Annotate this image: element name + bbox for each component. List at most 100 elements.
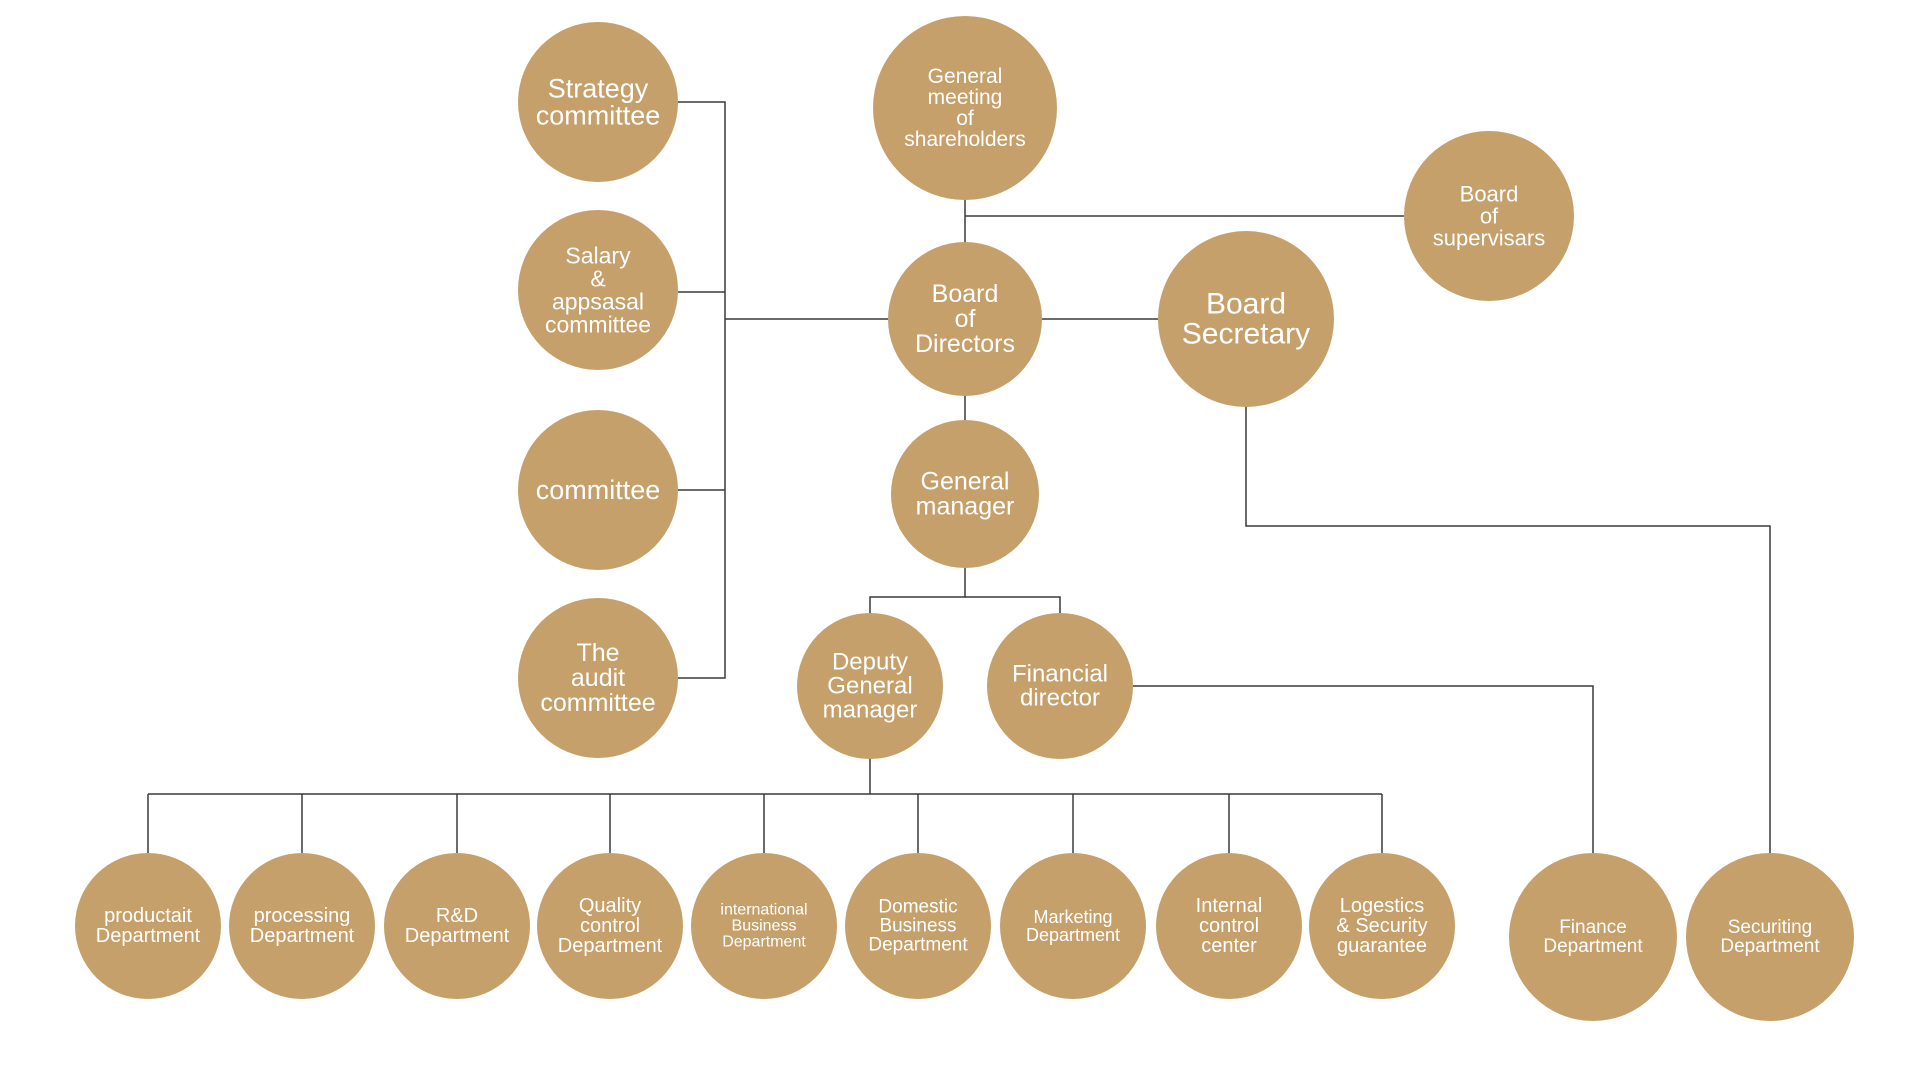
connector-line: [869, 568, 966, 613]
org-node-label: of: [955, 305, 976, 333]
org-node-label: Securiting: [1728, 917, 1813, 938]
org-node-circle: [845, 853, 991, 999]
org-node-circle: [891, 420, 1039, 568]
org-node-label: Business: [879, 916, 956, 937]
org-node-circle: [1404, 131, 1574, 301]
org-node-label: Internal: [1196, 895, 1263, 917]
org-node-circle: [873, 16, 1057, 200]
org-nodes: StrategycommitteeSalary&appsasalcommitte…: [75, 16, 1854, 1021]
org-node-circle: [797, 613, 943, 759]
org-node-label: Board: [1206, 288, 1286, 321]
org-node-label: General: [921, 468, 1010, 496]
org-node-label: Finance: [1559, 917, 1627, 938]
org-node-label: committee: [536, 101, 661, 131]
org-node-circle: [518, 410, 678, 570]
org-node-label: productait: [104, 905, 192, 927]
org-node-label: Department: [868, 935, 968, 956]
org-node-label: manager: [916, 493, 1015, 521]
org-node-circle: [518, 598, 678, 758]
connector-lines: [147, 101, 1771, 853]
org-node-circle: [691, 853, 837, 999]
org-node-circle: [1686, 853, 1854, 1021]
org-node-label: Department: [250, 925, 355, 947]
org-node-label: Quality: [579, 895, 641, 917]
org-node-label: Department: [1720, 936, 1820, 957]
org-node-label: control: [580, 915, 640, 937]
org-node-label: &: [590, 266, 605, 292]
org-node-label: Department: [405, 925, 510, 947]
org-node-label: Marketing: [1033, 907, 1112, 927]
org-node-label: meeting: [928, 86, 1003, 109]
org-node-label: Business: [732, 918, 797, 935]
org-node-label: Secretary: [1182, 318, 1310, 351]
org-node-label: Strategy: [548, 74, 649, 104]
org-node-committee: committee: [518, 410, 678, 570]
org-node-label: international: [720, 902, 807, 919]
connector-line: [965, 596, 1061, 613]
org-node-circle: [1509, 853, 1677, 1021]
org-node-label: Department: [558, 935, 663, 957]
org-node-label: appsasal: [552, 289, 644, 315]
org-node-circle: [987, 613, 1133, 759]
org-node-label: Logestics: [1340, 895, 1425, 917]
connector-line: [1245, 407, 1771, 853]
org-node-label: supervisars: [1433, 226, 1545, 251]
org-node-label: of: [956, 107, 974, 130]
org-node-circle: [888, 242, 1042, 396]
connector-line: [678, 101, 726, 679]
org-node-circle: [1156, 853, 1302, 999]
org-node-circle: [229, 853, 375, 999]
org-node-circle: [75, 853, 221, 999]
org-node-label: R&D: [436, 905, 478, 927]
connector-line: [1133, 685, 1594, 853]
org-node-label: director: [1020, 685, 1100, 712]
org-node-circle: [537, 853, 683, 999]
org-node-label: processing: [254, 905, 351, 927]
org-node-label: Domestic: [878, 897, 957, 918]
org-node-label: committee: [540, 689, 655, 717]
org-node-label: Board: [932, 280, 999, 308]
org-node-label: Department: [1543, 936, 1643, 957]
org-node-label: Financial: [1012, 661, 1108, 688]
org-node-label: audit: [571, 664, 625, 692]
org-node-label: & Security: [1336, 915, 1427, 937]
org-node-label: General: [827, 673, 912, 700]
org-node-label: General: [928, 65, 1003, 88]
org-node-label: Directors: [915, 330, 1015, 358]
org-node-label: Deputy: [832, 649, 908, 676]
org-node-label: shareholders: [904, 128, 1025, 151]
org-node-label: Salary: [565, 243, 631, 269]
org-node-circle: [1158, 231, 1334, 407]
org-node-label: control: [1199, 915, 1259, 937]
org-node-circle: [518, 210, 678, 370]
org-node-circle: [1000, 853, 1146, 999]
org-node-circle: [518, 22, 678, 182]
org-node-label: of: [1480, 204, 1499, 229]
org-node-label: committee: [536, 475, 661, 505]
org-node-label: Board: [1460, 182, 1519, 207]
org-node-label: Department: [722, 934, 806, 951]
org-node-circle: [384, 853, 530, 999]
org-node-label: The: [576, 639, 619, 667]
org-node-label: manager: [823, 697, 918, 724]
